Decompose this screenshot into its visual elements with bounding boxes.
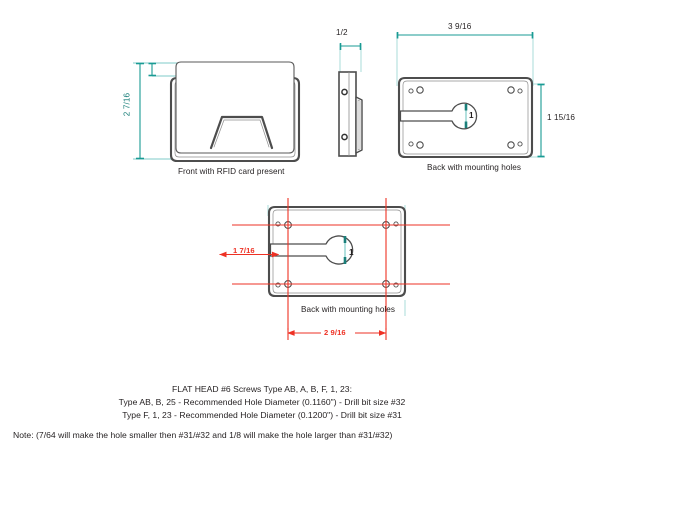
back-bottom-view-geometry bbox=[219, 198, 450, 340]
dim-hole-spacing-horizontal: 2 9/16 bbox=[324, 328, 346, 337]
caption-back-top-view: Back with mounting holes bbox=[427, 163, 522, 172]
note-screw-spec-line1: Type AB, B, 25 - Recommended Hole Diamet… bbox=[118, 397, 406, 407]
caption-back-bottom-view: Back with mounting holes bbox=[301, 305, 396, 314]
front-view-geometry bbox=[133, 61, 301, 163]
dim-side-thickness: 1/2 bbox=[336, 28, 348, 37]
side-view-geometry bbox=[338, 43, 363, 157]
dim-keyhole-diameter-top: 1 bbox=[469, 111, 474, 120]
dim-keyhole-diameter-bottom: 1 bbox=[349, 248, 354, 257]
caption-front-view: Front with RFID card present bbox=[178, 167, 285, 176]
dim-back-height: 1 15/16 bbox=[547, 113, 576, 122]
dim-hole-spacing-vertical: 1 7/16 bbox=[233, 246, 255, 255]
dim-front-height: 2 7/16 bbox=[122, 92, 132, 117]
dim-back-width: 3 9/16 bbox=[448, 22, 472, 31]
note-screw-spec-line2: Type F, 1, 23 - Recommended Hole Diamete… bbox=[122, 410, 402, 420]
back-top-view-geometry bbox=[396, 32, 545, 159]
note-footnote: Note: (7/64 will make the hole smaller t… bbox=[13, 430, 393, 440]
note-screw-spec-title: FLAT HEAD #6 Screws Type AB, A, B, F, 1,… bbox=[172, 384, 352, 394]
